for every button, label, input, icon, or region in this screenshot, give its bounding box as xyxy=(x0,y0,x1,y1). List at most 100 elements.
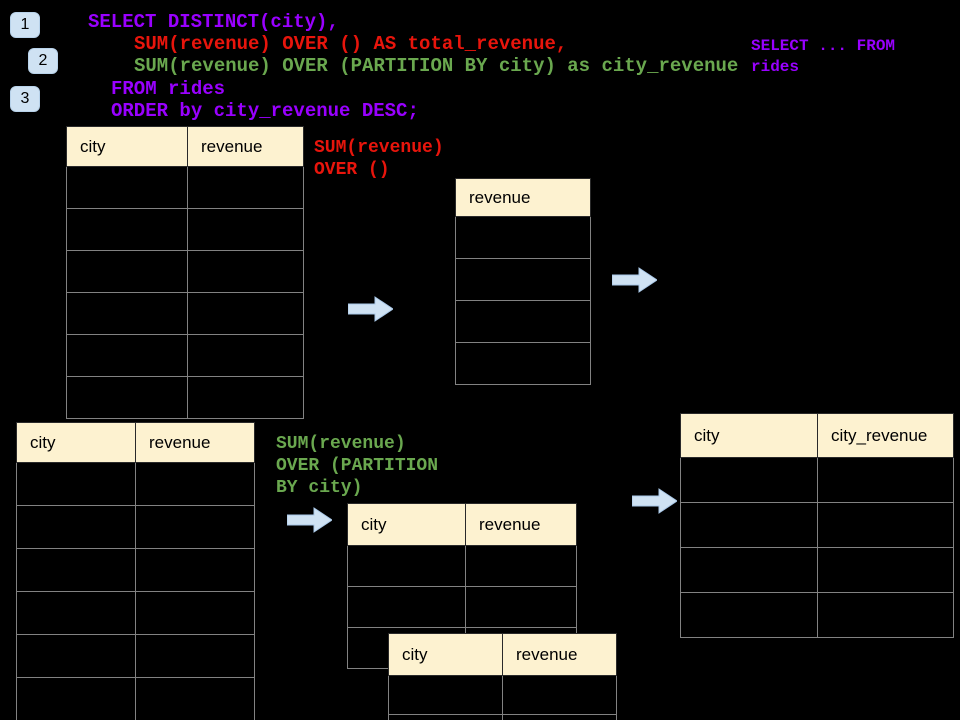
table-row xyxy=(680,547,954,593)
column-header: revenue xyxy=(465,503,577,546)
table-row xyxy=(66,208,304,251)
empty-cell xyxy=(135,505,255,549)
empty-cell xyxy=(135,591,255,635)
empty-cell xyxy=(16,548,136,592)
column-header: city xyxy=(347,503,466,546)
empty-cell xyxy=(66,334,188,377)
empty-cell xyxy=(187,166,304,209)
table-row xyxy=(16,591,255,635)
right-arrow-icon xyxy=(612,266,657,294)
table-row xyxy=(388,675,617,715)
empty-cell xyxy=(135,462,255,506)
empty-cell xyxy=(680,592,818,638)
side-note-select-from-rides: SELECT ... FROM rides xyxy=(751,37,896,76)
empty-cell xyxy=(187,376,304,419)
empty-cell xyxy=(16,462,136,506)
empty-cell xyxy=(388,714,503,720)
table-row xyxy=(16,548,255,592)
table-row xyxy=(455,258,591,301)
empty-cell xyxy=(187,334,304,377)
empty-cell xyxy=(66,166,188,209)
column-header: revenue xyxy=(455,178,591,217)
empty-cell xyxy=(135,548,255,592)
sql-line-total-revenue: SUM(revenue) OVER () AS total_revenue, xyxy=(134,33,568,55)
empty-cell xyxy=(135,677,255,720)
table-row xyxy=(16,462,255,506)
column-header: revenue xyxy=(502,633,617,676)
column-header: city xyxy=(16,422,136,463)
empty-cell xyxy=(66,376,188,419)
empty-cell xyxy=(680,457,818,503)
sql-line-city-revenue: SUM(revenue) OVER (PARTITION BY city) as… xyxy=(134,55,739,77)
empty-cell xyxy=(187,208,304,251)
table-row xyxy=(16,505,255,549)
empty-cell xyxy=(66,250,188,293)
empty-cell xyxy=(817,502,954,548)
table-row xyxy=(66,250,304,293)
empty-cell xyxy=(187,250,304,293)
table-row xyxy=(680,592,954,638)
empty-cell xyxy=(680,547,818,593)
empty-cell xyxy=(16,677,136,720)
table-row xyxy=(680,457,954,503)
table-row xyxy=(455,342,591,385)
column-header: revenue xyxy=(187,126,304,167)
right-arrow-icon xyxy=(287,506,332,534)
empty-cell xyxy=(465,545,577,587)
empty-cell xyxy=(680,502,818,548)
empty-cell xyxy=(187,292,304,335)
empty-cell xyxy=(16,505,136,549)
table-row xyxy=(347,545,577,587)
empty-cell xyxy=(16,591,136,635)
step-badge-2: 2 xyxy=(28,48,58,74)
empty-cell xyxy=(817,547,954,593)
empty-cell xyxy=(135,634,255,678)
empty-cell xyxy=(66,208,188,251)
empty-cell xyxy=(455,258,591,301)
empty-cell xyxy=(502,675,617,715)
table-row xyxy=(680,502,954,548)
table-row xyxy=(388,714,617,720)
step-badge-3: 3 xyxy=(10,86,40,112)
table-row xyxy=(66,334,304,377)
table-row xyxy=(66,166,304,209)
column-header: city xyxy=(66,126,188,167)
table-row xyxy=(16,634,255,678)
table-row xyxy=(16,677,255,720)
empty-cell xyxy=(347,545,466,587)
table-row xyxy=(347,586,577,628)
sql-line-from: FROM rides xyxy=(111,78,226,100)
step-badge-1: 1 xyxy=(10,12,40,38)
table-row xyxy=(66,292,304,335)
table-total-revenue-result: revenue xyxy=(455,178,591,385)
empty-cell xyxy=(465,586,577,628)
empty-cell xyxy=(347,586,466,628)
column-header: city_revenue xyxy=(817,413,954,458)
right-arrow-icon xyxy=(632,487,677,515)
annotation-partition-window: SUM(revenue) OVER (PARTITION BY city) xyxy=(276,434,439,498)
table-row xyxy=(455,216,591,259)
column-header: city xyxy=(388,633,503,676)
header-row: revenue xyxy=(455,178,591,217)
sql-line-order-by: ORDER by city_revenue DESC; xyxy=(111,100,419,122)
empty-cell xyxy=(817,592,954,638)
empty-cell xyxy=(455,216,591,259)
empty-cell xyxy=(455,342,591,385)
empty-cell xyxy=(388,675,503,715)
empty-cell xyxy=(502,714,617,720)
column-header: revenue xyxy=(135,422,255,463)
table-row xyxy=(455,300,591,343)
annotation-total-window: SUM(revenue) OVER () xyxy=(314,138,444,180)
empty-cell xyxy=(66,292,188,335)
right-arrow-icon xyxy=(348,295,393,323)
empty-cell xyxy=(455,300,591,343)
